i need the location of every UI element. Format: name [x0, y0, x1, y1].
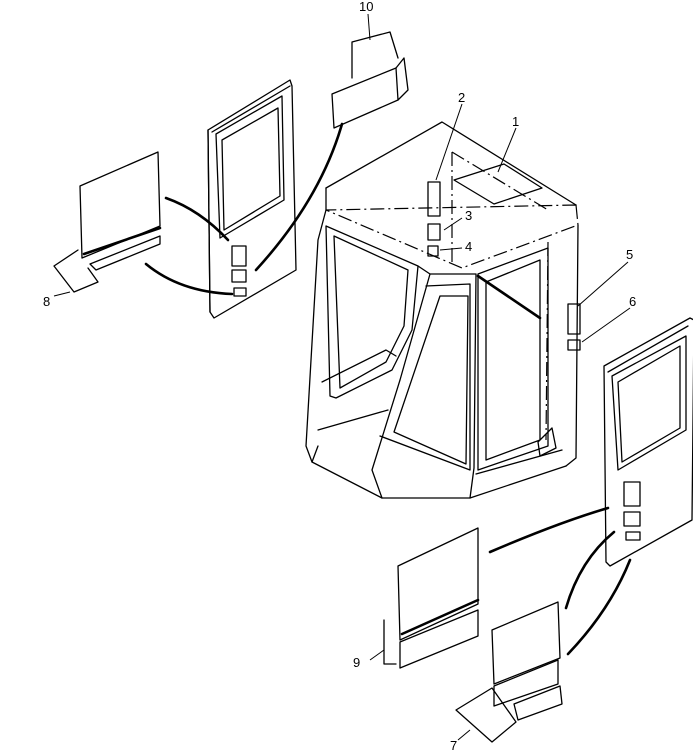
decal-sheet-7	[455, 601, 563, 743]
callout-10: 10	[359, 0, 373, 14]
callout-5: 5	[626, 247, 633, 262]
decal-sheet-8	[53, 151, 162, 293]
callout-labels: 1 2 3 4 5 6 7 8 9 10	[43, 0, 636, 753]
decal-3	[427, 223, 441, 241]
callout-7: 7	[450, 738, 457, 753]
left-door	[207, 79, 297, 319]
callout-6: 6	[629, 294, 636, 309]
decal-sheet-9	[383, 527, 480, 669]
decal-6	[567, 339, 581, 351]
operator-cab	[305, 121, 579, 499]
callout-1: 1	[512, 114, 519, 129]
cab-decals	[427, 163, 581, 351]
decal-5	[567, 303, 581, 335]
callout-8: 8	[43, 294, 50, 309]
callout-leaders	[53, 13, 631, 741]
callout-3: 3	[465, 208, 472, 223]
callout-9: 9	[353, 655, 360, 670]
decal-sheet-10	[331, 31, 409, 129]
right-door	[603, 317, 693, 567]
leader-curves	[144, 122, 632, 656]
decal-1-roof-plate	[453, 163, 543, 205]
callout-4: 4	[465, 239, 472, 254]
callout-2: 2	[458, 90, 465, 105]
decal-2	[427, 181, 441, 217]
decal-4	[427, 245, 439, 257]
